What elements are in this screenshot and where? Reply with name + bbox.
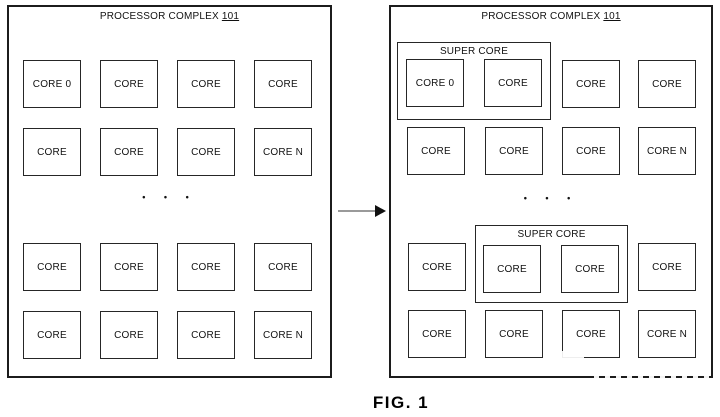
figure-caption: FIG. 1 <box>372 393 430 412</box>
left-core-r1c3: CORE <box>177 60 235 108</box>
left-core-r2c4: CORE N <box>254 128 312 176</box>
left-core-r2c1: CORE <box>23 128 81 176</box>
right-core-r2c3: CORE <box>562 127 620 175</box>
watermark-artifact <box>594 374 712 381</box>
right-core-r2c1: CORE <box>407 127 465 175</box>
right-core-r2c2: CORE <box>485 127 543 175</box>
super-core-group-top: SUPER CORE CORE 0 CORE <box>397 42 551 120</box>
right-core-r2c4: CORE N <box>638 127 696 175</box>
left-core-r4c3: CORE <box>177 311 235 359</box>
left-core-r1c1: CORE 0 <box>23 60 81 108</box>
panel-title-text: PROCESSOR COMPLEX <box>99 11 219 22</box>
right-core-r4c1: CORE <box>408 310 466 358</box>
watermark-artifact <box>556 351 584 364</box>
panel-title-ref-number: 101 <box>603 11 621 22</box>
left-core-r4c4: CORE N <box>254 311 312 359</box>
right-core-r3c1: CORE <box>408 243 466 291</box>
right-super-bottom-core-b: CORE <box>561 245 619 293</box>
right-core-r1c4: CORE <box>638 60 696 108</box>
right-core-r4c4: CORE N <box>638 310 696 358</box>
right-super-bottom-core-a: CORE <box>483 245 541 293</box>
ellipsis-dots-right: • • • <box>523 193 579 203</box>
right-core-r1c3: CORE <box>562 60 620 108</box>
right-arrow-icon <box>375 205 386 217</box>
left-core-r2c2: CORE <box>100 128 158 176</box>
super-core-group-bottom: SUPER CORE CORE CORE <box>475 225 628 303</box>
ellipsis-dots-left: • • • <box>142 192 197 202</box>
left-core-r3c4: CORE <box>254 243 312 291</box>
left-core-r4c2: CORE <box>100 311 158 359</box>
left-core-r3c3: CORE <box>177 243 235 291</box>
right-core-r4c2: CORE <box>485 310 543 358</box>
super-core-label: SUPER CORE <box>439 46 509 57</box>
super-core-label: SUPER CORE <box>517 229 586 240</box>
left-core-r1c2: CORE <box>100 60 158 108</box>
left-core-r1c4: CORE <box>254 60 312 108</box>
panel-title-text: PROCESSOR COMPLEX <box>481 11 601 22</box>
right-core-r4c3: CORE <box>562 310 620 358</box>
right-super-top-core-a: CORE 0 <box>406 59 464 107</box>
panel-title-ref-number: 101 <box>221 11 240 22</box>
left-core-r4c1: CORE <box>23 311 81 359</box>
left-core-r2c3: CORE <box>177 128 235 176</box>
left-core-r3c2: CORE <box>100 243 158 291</box>
right-core-r3c4: CORE <box>638 243 696 291</box>
left-core-r3c1: CORE <box>23 243 81 291</box>
right-super-top-core-b: CORE <box>484 59 542 107</box>
right-arrow-shaft <box>338 210 378 212</box>
